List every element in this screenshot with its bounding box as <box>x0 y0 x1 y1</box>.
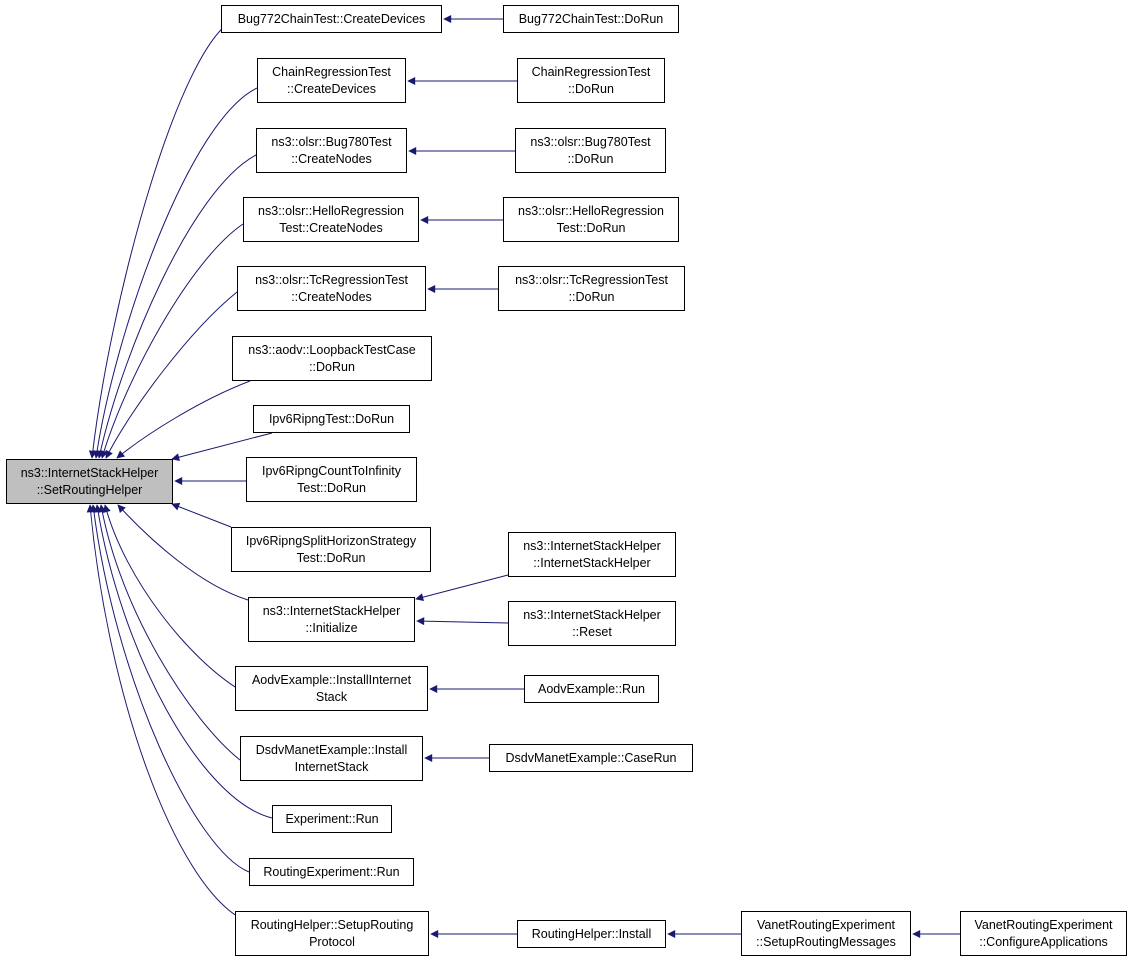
node-label-line: ChainRegressionTest <box>272 64 391 79</box>
node-dsdv-caserun[interactable]: DsdvManetExample::CaseRun <box>489 744 693 772</box>
node-label-line: VanetRoutingExperiment <box>974 917 1113 932</box>
node-label-line: Bug772ChainTest::DoRun <box>518 11 664 26</box>
node-label-line: RoutingExperiment::Run <box>263 864 400 879</box>
node-chain-create-devices[interactable]: ChainRegressionTest::CreateDevices <box>257 58 406 103</box>
node-label-line: Test::DoRun <box>556 220 626 235</box>
node-label-line: ::Initialize <box>305 620 358 635</box>
node-label-line: ::Reset <box>572 624 612 639</box>
node-label-line: ns3::InternetStackHelper <box>262 603 401 618</box>
node-aodv-run[interactable]: AodvExample::Run <box>524 675 659 703</box>
call-edge <box>102 504 241 691</box>
node-ipv6ripng-dorun[interactable]: Ipv6RipngTest::DoRun <box>253 405 410 433</box>
node-aodv-loopback-dorun[interactable]: ns3::aodv::LoopbackTestCase::DoRun <box>232 336 432 381</box>
call-edge <box>171 502 232 528</box>
node-label-line: ns3::olsr::HelloRegression <box>518 203 664 218</box>
call-edge <box>94 504 273 819</box>
node-label-line: Protocol <box>309 934 355 949</box>
node-ish-reset[interactable]: ns3::InternetStackHelper::Reset <box>508 601 676 646</box>
node-label-line: ::DoRun <box>568 289 615 304</box>
node-label-line: ChainRegressionTest <box>531 64 651 79</box>
node-label-line: VanetRoutingExperiment <box>756 917 896 932</box>
node-vanet-setup-routing[interactable]: VanetRoutingExperiment::SetupRoutingMess… <box>741 911 911 956</box>
call-edge <box>415 574 509 602</box>
node-label-line: Ipv6RipngSplitHorizonStrategy <box>245 533 417 548</box>
node-label-line: ns3::olsr::Bug780Test <box>530 134 651 149</box>
node-label-line: ::SetRoutingHelper <box>36 482 143 497</box>
call-edge <box>117 504 249 601</box>
node-label-line: ::InternetStackHelper <box>533 555 651 570</box>
node-root[interactable]: ns3::InternetStackHelper::SetRoutingHelp… <box>6 459 173 504</box>
call-edge <box>88 17 238 459</box>
node-label-line: ::CreateNodes <box>291 151 372 166</box>
call-edge <box>171 432 273 462</box>
node-label-line: RoutingHelper::SetupRouting <box>250 917 414 932</box>
node-label-line: Test::DoRun <box>297 480 366 495</box>
node-chain-dorun[interactable]: ChainRegressionTest::DoRun <box>517 58 665 103</box>
node-label-line: ::DoRun <box>568 81 614 96</box>
call-edge <box>98 504 241 761</box>
node-label-line: AodvExample::Run <box>537 681 645 696</box>
node-label-line: ns3::InternetStackHelper <box>523 538 661 553</box>
node-label-line: ns3::olsr::Bug780Test <box>271 134 392 149</box>
node-ish-constructor[interactable]: ns3::InternetStackHelper::InternetStackH… <box>508 532 676 577</box>
node-tc-dorun[interactable]: ns3::olsr::TcRegressionTest::DoRun <box>498 266 685 311</box>
node-label-line: Test::DoRun <box>296 550 366 565</box>
node-label-line: RoutingHelper::Install <box>531 926 652 941</box>
node-bug780-dorun[interactable]: ns3::olsr::Bug780Test::DoRun <box>515 128 666 173</box>
node-label-line: ::DoRun <box>309 359 355 374</box>
node-vanet-configure-apps[interactable]: VanetRoutingExperiment::ConfigureApplica… <box>960 911 1127 956</box>
node-label-line: ::SetupRoutingMessages <box>756 934 896 949</box>
node-bug772-create-devices[interactable]: Bug772ChainTest::CreateDevices <box>221 5 442 33</box>
call-edge <box>416 617 509 626</box>
node-label-line: ::CreateDevices <box>287 81 376 96</box>
node-label-line: ::DoRun <box>567 151 614 166</box>
node-label-line: Experiment::Run <box>285 811 379 826</box>
node-tc-create-nodes[interactable]: ns3::olsr::TcRegressionTest::CreateNodes <box>237 266 426 311</box>
node-label-line: ::ConfigureApplications <box>979 934 1108 949</box>
call-edge <box>100 223 244 459</box>
node-ish-initialize[interactable]: ns3::InternetStackHelper::Initialize <box>248 597 415 642</box>
call-edge <box>86 504 241 919</box>
node-label-line: ns3::InternetStackHelper <box>20 465 159 480</box>
node-label-line: ::CreateNodes <box>291 289 372 304</box>
node-routing-helper-install[interactable]: RoutingHelper::Install <box>517 920 666 948</box>
node-label-line: Bug772ChainTest::CreateDevices <box>237 11 426 26</box>
node-label-line: DsdvManetExample::Install <box>255 742 408 757</box>
node-label-line: AodvExample::InstallInternet <box>251 672 412 687</box>
call-edge <box>105 291 238 459</box>
node-label-line: InternetStack <box>294 759 369 774</box>
node-label-line: ns3::InternetStackHelper <box>523 607 661 622</box>
node-label-line: Ipv6RipngCountToInfinity <box>262 463 401 478</box>
node-label-line: DsdvManetExample::CaseRun <box>505 750 677 765</box>
node-label-line: ns3::olsr::TcRegressionTest <box>255 272 408 287</box>
node-routing-experiment-run[interactable]: RoutingExperiment::Run <box>249 858 414 886</box>
node-bug780-create-nodes[interactable]: ns3::olsr::Bug780Test::CreateNodes <box>256 128 407 173</box>
node-label-line: ns3::olsr::TcRegressionTest <box>515 272 668 287</box>
call-edge <box>93 87 258 459</box>
call-edge <box>96 154 257 459</box>
node-label-line: Stack <box>315 689 348 704</box>
node-label-line: Test::CreateNodes <box>279 220 383 235</box>
node-experiment-run[interactable]: Experiment::Run <box>272 805 392 833</box>
call-edge <box>89 504 250 873</box>
node-label-line: ns3::aodv::LoopbackTestCase <box>248 342 416 357</box>
node-label-line: Ipv6RipngTest::DoRun <box>268 411 395 426</box>
node-bug772-dorun[interactable]: Bug772ChainTest::DoRun <box>503 5 679 33</box>
node-label-line: ns3::olsr::HelloRegression <box>258 203 404 218</box>
call-edge <box>116 380 251 459</box>
